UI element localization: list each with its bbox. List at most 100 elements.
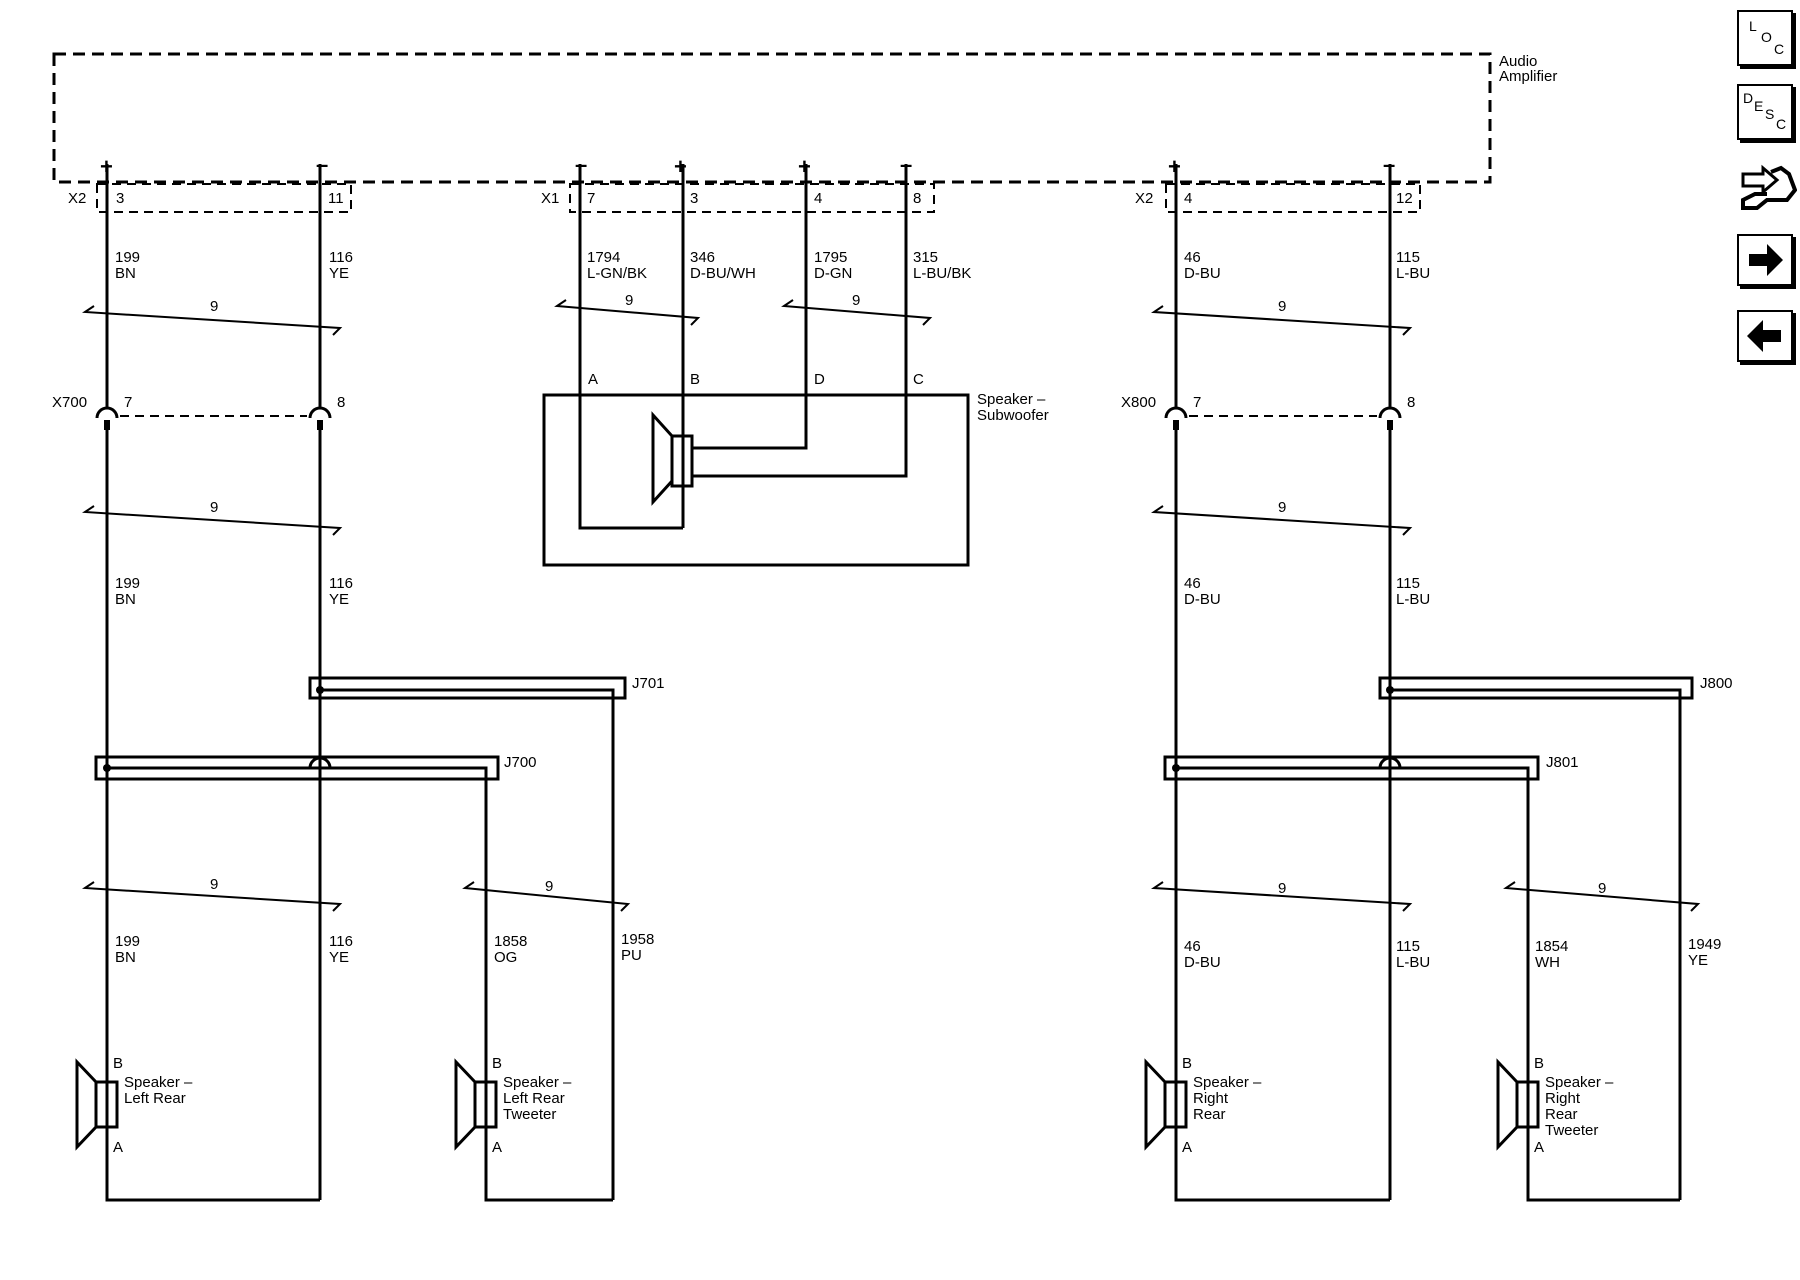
connector-x800-pin7-male (1173, 420, 1179, 430)
pin-sub-b: 3 (690, 190, 698, 207)
twist-left-1 (81, 305, 343, 336)
wire-199-color-1: BN (115, 265, 136, 282)
connector-x700-pin7-label: 7 (124, 394, 132, 411)
splice-j801 (1163, 755, 1540, 781)
right-rear-speaker-return (1174, 1160, 1390, 1202)
wire-1858 (107, 766, 488, 1200)
twist-tweeter-left-label: 9 (545, 878, 553, 895)
connector-x800-pin8-male (1387, 420, 1393, 430)
wire-1794-color: L-GN/BK (587, 265, 647, 282)
left-rear-tweeter-label-2: Left Rear (503, 1090, 565, 1107)
connector-x700-pin8-male (317, 420, 323, 430)
twist-right-2 (1150, 505, 1413, 536)
connector-x700-label: X700 (52, 394, 87, 411)
subwoofer-box (542, 393, 970, 567)
connector-x800-pin8 (1378, 406, 1402, 419)
right-rear-tweeter-term-b: B (1534, 1055, 1544, 1072)
connector-x2-left-box (96, 183, 352, 213)
polarity-minus-left: – (316, 152, 328, 177)
splice-j701-label: J701 (632, 675, 665, 692)
twist-sub-2-label: 9 (852, 292, 860, 309)
twist-right-3-label: 9 (1278, 880, 1286, 897)
loc-letter-c: C (1774, 41, 1785, 57)
splice-j700-wire (107, 756, 486, 770)
left-tweeter-return (484, 1160, 613, 1202)
twist-left-3 (81, 881, 343, 912)
splice-j700-label: J700 (504, 754, 537, 771)
wire-46-color-3: D-BU (1184, 954, 1221, 971)
right-rear-tweeter-label-4: Tweeter (1545, 1122, 1598, 1139)
twist-right-2-label: 9 (1278, 499, 1286, 516)
connector-icon-button[interactable] (1737, 160, 1798, 220)
right-rear-tweeter-icon (1496, 1058, 1540, 1151)
wire-116-circuit-3: 116 (329, 933, 353, 950)
connector-x700-pin7 (95, 406, 119, 419)
wire-115-color-2: L-BU (1396, 591, 1430, 608)
subwoofer-term-d: D (814, 371, 825, 388)
next-page-button[interactable] (1737, 234, 1793, 286)
wire-115-circuit-2: 115 (1396, 575, 1420, 592)
wire-315-color: L-BU/BK (913, 265, 971, 282)
wire-1794-circuit: 1794 (587, 249, 620, 266)
audio-amplifier-box (52, 52, 1492, 184)
splice-j700 (94, 755, 500, 781)
wire-346-color: D-BU/WH (690, 265, 756, 282)
wire-1949-circuit: 1949 (1688, 936, 1721, 953)
previous-page-button[interactable] (1737, 310, 1793, 362)
wire-199-circuit-2: 199 (115, 575, 140, 592)
amplifier-label-line1: Audio (1499, 53, 1537, 70)
pin-right-minus: 12 (1396, 190, 1413, 207)
pin-left-minus: 11 (328, 190, 344, 207)
splice-j800 (1378, 676, 1694, 700)
pin-sub-c: 8 (913, 190, 921, 207)
subwoofer-term-b: B (690, 371, 700, 388)
wire-315-circuit: 315 (913, 249, 938, 266)
right-rear-tweeter-term-a: A (1534, 1139, 1544, 1156)
connector-x800-pin8-label: 8 (1407, 394, 1415, 411)
desc-letter-d: D (1743, 90, 1754, 106)
right-rear-speaker-label-2: Right (1193, 1090, 1229, 1107)
desc-letter-e: E (1754, 98, 1764, 114)
desc-letter-c: C (1776, 116, 1787, 132)
wire-346-circuit: 346 (690, 249, 715, 266)
wire-199-color-3: BN (115, 949, 136, 966)
connector-x800-pin7 (1164, 406, 1188, 419)
left-rear-speaker-term-a: A (113, 1139, 123, 1156)
left-rear-speaker-icon (75, 1058, 119, 1151)
right-rear-speaker-term-a: A (1182, 1139, 1192, 1156)
splice-j800-label: J800 (1700, 675, 1733, 692)
wire-115-color-1: L-BU (1396, 265, 1430, 282)
wire-116-color-1: YE (329, 265, 349, 282)
twist-left-2 (81, 505, 343, 536)
wire-1958-circuit: 1958 (621, 931, 654, 948)
subwoofer-label-line2: Subwoofer (977, 407, 1049, 424)
subwoofer-label-line1: Speaker – (977, 391, 1046, 408)
right-rear-speaker-term-b: B (1182, 1055, 1192, 1072)
wire-1794 (578, 164, 683, 530)
pin-right-plus: 4 (1184, 190, 1192, 207)
twist-left-1-label: 9 (210, 298, 218, 315)
pin-sub-a: 7 (587, 190, 595, 207)
connector-x1-label: X1 (541, 190, 559, 207)
subwoofer-speaker-icon (651, 411, 694, 506)
left-rear-tweeter-term-b: B (492, 1055, 502, 1072)
arrow-left-icon (1747, 320, 1781, 352)
wire-315 (692, 164, 908, 478)
left-rear-speaker-label-1: Speaker – (124, 1074, 193, 1091)
wire-199-circuit-3: 199 (115, 933, 140, 950)
twist-left-2-label: 9 (210, 499, 218, 516)
desc-letter-s: S (1765, 106, 1775, 122)
right-rear-tweeter-label-1: Speaker – (1545, 1074, 1614, 1091)
subwoofer-term-c: C (913, 371, 924, 388)
connector-x800-pin7-label: 7 (1193, 394, 1201, 411)
subwoofer-term-a: A (588, 371, 598, 388)
loc-button[interactable]: L O C (1737, 10, 1793, 66)
left-rear-tweeter-label-3: Tweeter (503, 1106, 556, 1123)
desc-button[interactable]: D E S C (1737, 84, 1793, 140)
wire-46-color-2: D-BU (1184, 591, 1221, 608)
wire-1795 (692, 164, 808, 450)
wire-115-circuit-1: 115 (1396, 249, 1420, 266)
wire-1949-color: YE (1688, 952, 1708, 969)
splice-j701 (308, 676, 627, 700)
